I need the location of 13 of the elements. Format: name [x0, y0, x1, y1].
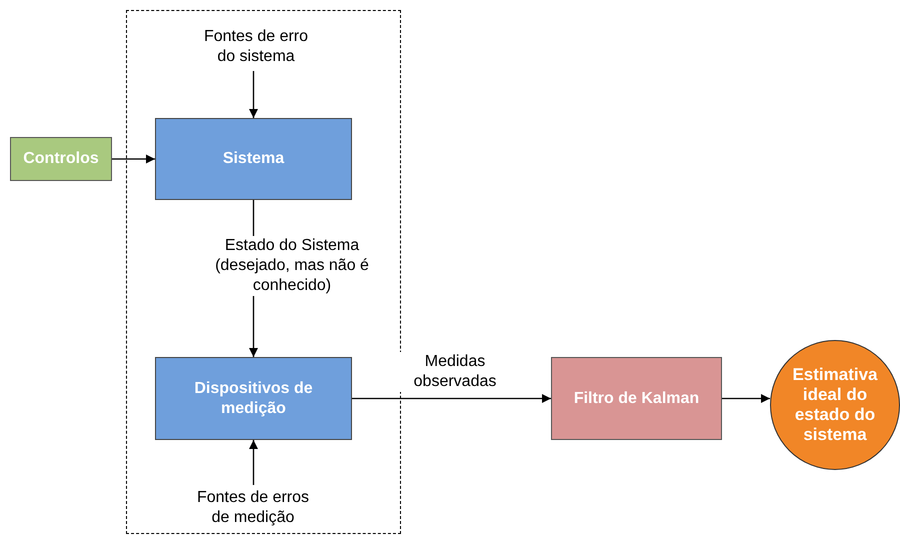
process-box: Sistema — [155, 118, 352, 200]
output-circle: Estimativa ideal do estado do sistema — [770, 340, 900, 470]
arrow — [352, 394, 551, 403]
source-text: Fontes de erros de medição — [188, 485, 318, 531]
arrow — [722, 394, 770, 403]
dashed-boundary — [126, 10, 401, 534]
process-box: Controlos — [10, 137, 112, 181]
source-text: Fontes de erro do sistema — [196, 23, 316, 71]
arrow — [249, 71, 258, 118]
arrow — [249, 440, 258, 485]
arrow — [112, 154, 155, 164]
process-box: Filtro de Kalman — [551, 357, 722, 440]
process-box: Dispositivos de medição — [155, 357, 352, 440]
